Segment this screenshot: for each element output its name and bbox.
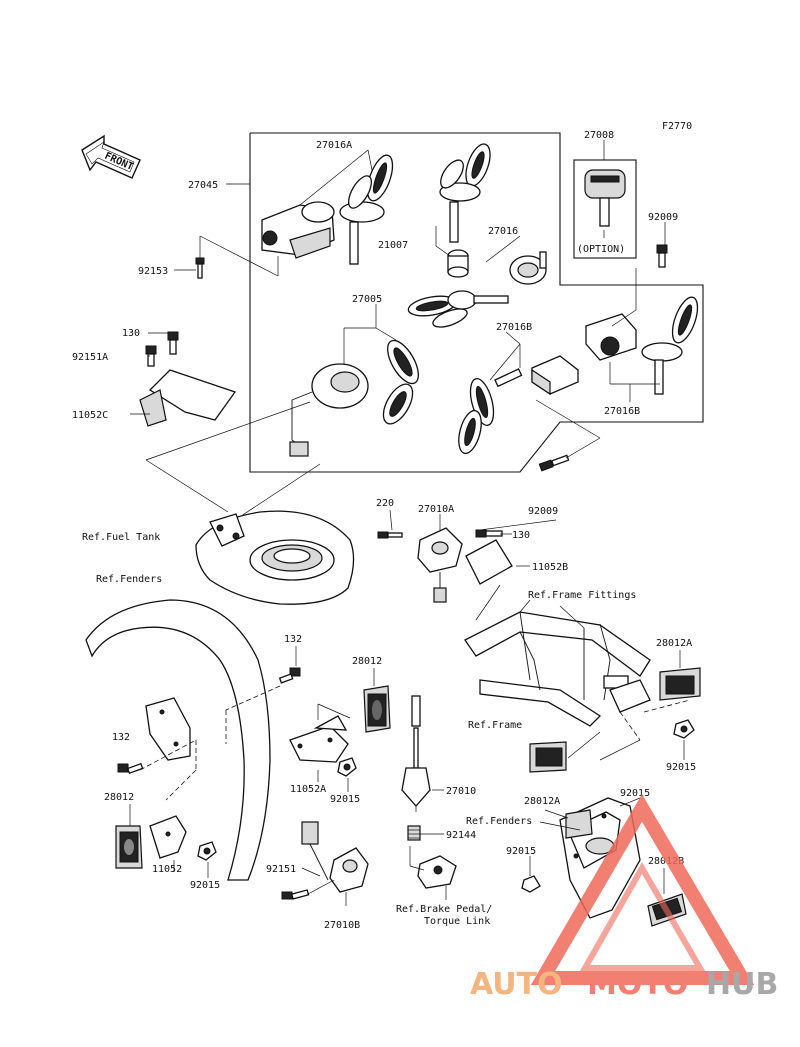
label-92009-mid: 92009 — [528, 506, 558, 517]
label-27010B: 27010B — [324, 920, 360, 931]
spring-92144 — [407, 825, 421, 841]
ref-fenders-right: Ref.Fenders — [466, 816, 532, 827]
label-27045: 27045 — [188, 180, 218, 191]
figure-code: F2770 — [662, 121, 692, 132]
label-92015-br: 92015 — [506, 846, 536, 857]
ref-torque-link: Torque Link — [424, 916, 490, 927]
label-92151A: 92151A — [72, 352, 108, 363]
bracket-11052 — [149, 815, 187, 859]
fuel-tank — [195, 510, 355, 605]
bolt-132-top — [278, 667, 301, 684]
label-220: 220 — [376, 498, 394, 509]
reflector-28012A-low — [565, 809, 593, 839]
nut-92015-br — [521, 875, 541, 893]
watermark-hub: HUB — [706, 967, 778, 1002]
label-28012A-low: 28012A — [524, 796, 560, 807]
front-fender — [85, 599, 271, 881]
brake-switch-27010B — [281, 821, 369, 900]
key-set-top-left — [339, 154, 394, 265]
watermark-triangle-icon — [530, 794, 755, 985]
label-132-left: 132 — [112, 732, 130, 743]
label-27010A: 27010A — [418, 504, 454, 515]
key-set-horizontal — [407, 290, 509, 328]
front-arrow-icon: FRONT — [81, 134, 141, 179]
key-set-top-middle — [439, 143, 491, 243]
ref-frame: Ref.Frame — [468, 720, 522, 731]
leader-lines-rear — [529, 797, 665, 894]
bracket-11052B — [465, 529, 513, 585]
watermark-logo: AUTO MOTO HUB — [470, 794, 778, 1002]
ignition-group-frame — [249, 132, 704, 473]
nut-92015-left — [197, 841, 217, 861]
brake-switch-27010 — [401, 695, 431, 812]
label-27016B-right: 27016B — [604, 406, 640, 417]
watermark-moto: MOTO — [587, 967, 688, 1002]
label-11052: 11052 — [152, 864, 182, 875]
reflector-28012-left — [115, 825, 143, 869]
cylinder-27016 — [509, 251, 547, 285]
bracket-11052C — [139, 331, 237, 427]
label-27010: 27010 — [446, 786, 476, 797]
screw-92153 — [195, 257, 205, 279]
label-27008: 27008 — [584, 130, 614, 141]
bolt-132-left — [117, 762, 144, 775]
label-11052B: 11052B — [532, 562, 568, 573]
label-132-top: 132 — [284, 634, 302, 645]
screw-92009-top — [656, 244, 668, 268]
label-27016A: 27016A — [316, 140, 352, 151]
label-130-left: 130 — [122, 328, 140, 339]
leader-lines-center — [389, 509, 557, 621]
watermark-auto: AUTO — [470, 967, 563, 1002]
key-set-27016B-middle — [458, 368, 523, 455]
ref-fuel-tank: Ref.Fuel Tank — [82, 532, 160, 543]
leader-lines-27010B — [301, 867, 347, 906]
label-27005: 27005 — [352, 294, 382, 305]
label-92009-top: 92009 — [648, 212, 678, 223]
reflector-frame-bottom — [529, 741, 567, 773]
label-28012-left: 28012 — [104, 792, 134, 803]
option-key-box: (OPTION) — [573, 159, 637, 259]
label-27016B-mid: 27016B — [496, 322, 532, 333]
cap-21007 — [447, 249, 469, 278]
label-92153: 92153 — [138, 266, 168, 277]
reflector-28012A-right — [659, 650, 701, 701]
bracket-11052A — [289, 715, 349, 763]
label-11052A: 11052A — [290, 784, 326, 795]
ignition-housing-27016A — [261, 201, 335, 259]
reflector-28012-mid — [363, 685, 391, 733]
label-21007: 21007 — [378, 240, 408, 251]
bracket-27016B-middle — [531, 355, 579, 396]
leader-lines-bottom — [317, 668, 447, 900]
key-set-27016B-right — [585, 296, 699, 395]
option-label: (OPTION) — [577, 244, 625, 255]
nut-92015-mid — [337, 757, 357, 777]
ref-brake-pedal: Ref.Brake Pedal/ — [396, 904, 492, 915]
label-28012-mid: 28012 — [352, 656, 382, 667]
ref-frame-fittings: Ref.Frame Fittings — [528, 590, 636, 601]
label-27016: 27016 — [488, 226, 518, 237]
ignition-switch-27005 — [289, 339, 419, 457]
brake-pedal-link — [417, 855, 457, 889]
nut-92015-right — [673, 719, 695, 739]
label-92151: 92151 — [266, 864, 296, 875]
label-92144: 92144 — [446, 830, 476, 841]
label-92015-mid: 92015 — [330, 794, 360, 805]
label-11052C: 11052C — [72, 410, 108, 421]
label-92015-low: 92015 — [620, 788, 650, 799]
frame — [464, 599, 651, 727]
label-92015-right: 92015 — [666, 762, 696, 773]
reference-labels: Ref.Fuel Tank Ref.Fenders Ref.Frame Fitt… — [82, 532, 636, 927]
screw-bottom — [538, 454, 570, 472]
label-130-mid: 130 — [512, 530, 530, 541]
leader-lines-frame — [567, 699, 691, 761]
brake-switch-27010A — [377, 527, 463, 603]
label-92015-left: 92015 — [190, 880, 220, 891]
ref-fenders-left: Ref.Fenders — [96, 574, 162, 585]
leader-lines-top — [130, 140, 666, 523]
label-28012A-right: 28012A — [656, 638, 692, 649]
leader-lines-fender — [129, 646, 297, 878]
